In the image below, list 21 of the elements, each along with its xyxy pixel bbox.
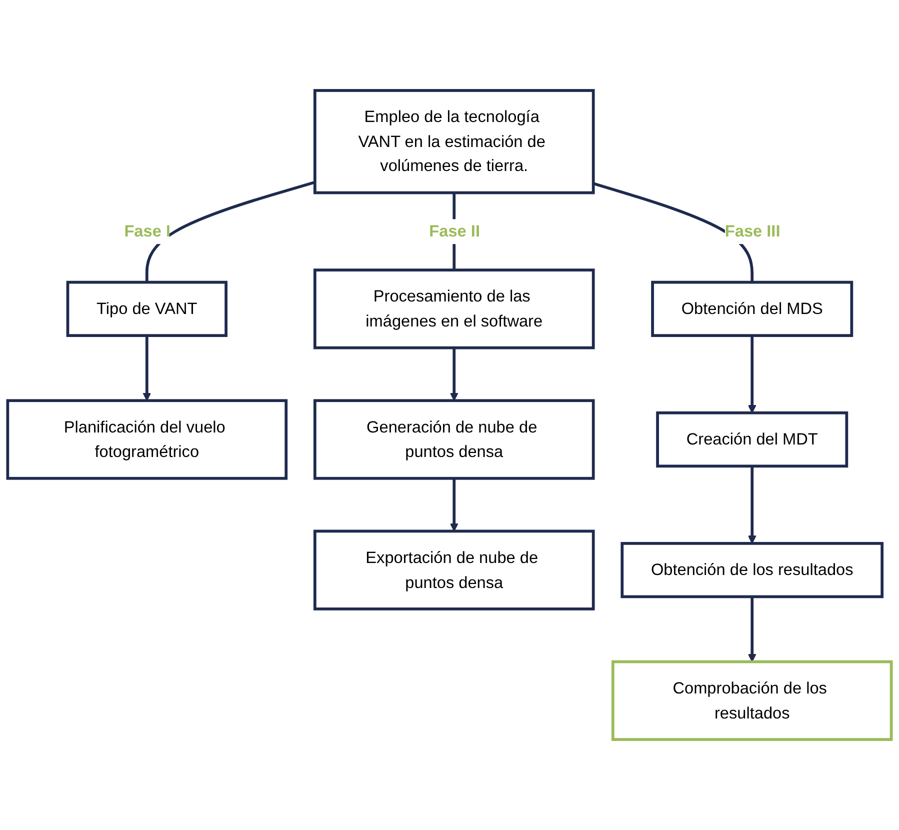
arrow	[142, 336, 152, 401]
connector	[592, 182, 754, 282]
node-box: Exportación de nube de puntos densa	[313, 530, 595, 610]
node-box: Empleo de la tecnología VANT en la estimación de volúmenes de tierra.	[313, 89, 595, 194]
node-box: Generación de nube de puntos densa	[313, 399, 595, 480]
edge-label: Fase III	[724, 222, 780, 240]
node-box: Comprobación de los resultados	[611, 660, 893, 741]
node-box: Creación del MDT	[656, 411, 848, 468]
node-box: Obtención del MDS	[651, 280, 854, 337]
node-box: Procesamiento de las imágenes en el software	[313, 268, 595, 350]
node-box: Tipo de VANT	[66, 280, 228, 337]
arrow	[748, 336, 756, 414]
node-box: Obtención de los resultados	[620, 542, 884, 598]
arrow	[748, 466, 756, 544]
node-box: Planificación del vuelo fotogramétrico	[6, 399, 288, 480]
arrow	[450, 478, 458, 532]
edge-label: Fase II	[429, 222, 480, 240]
arrow	[748, 596, 756, 662]
arrow	[450, 348, 458, 401]
connector	[145, 180, 316, 282]
edge-label: Fase I	[124, 222, 170, 240]
